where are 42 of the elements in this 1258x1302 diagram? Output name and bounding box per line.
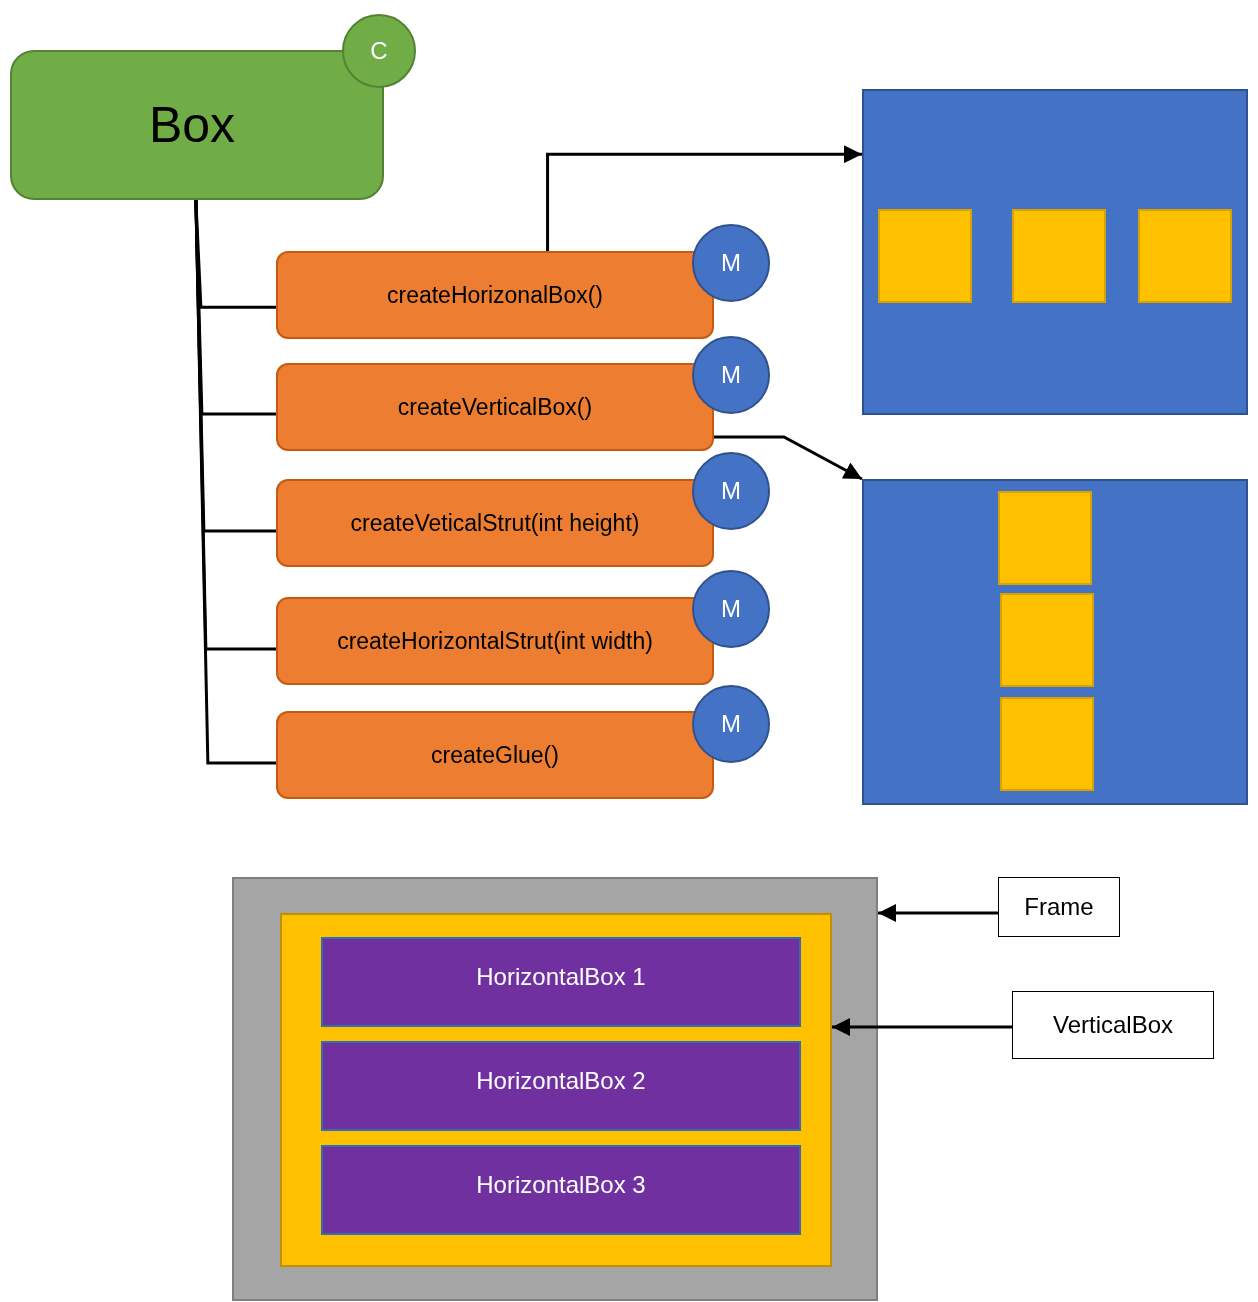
- badge-letter: M: [721, 248, 741, 278]
- vertical-box-panel: [280, 913, 832, 1267]
- arrow: [714, 435, 863, 481]
- container-panel: [862, 89, 1248, 415]
- arrow: [546, 145, 862, 251]
- box-label: HorizontalBox 2: [476, 1066, 646, 1096]
- badge-letter: M: [721, 360, 741, 390]
- arrow: [878, 904, 998, 922]
- component-square: [1000, 593, 1094, 687]
- method-box: [276, 479, 714, 567]
- horizontal-box: [321, 1145, 801, 1235]
- badge-letter: M: [721, 476, 741, 506]
- badge-letter: C: [370, 36, 388, 66]
- horizontal-box: [321, 937, 801, 1027]
- badge-letter: M: [721, 594, 741, 624]
- method-box: [276, 597, 714, 685]
- method-box: [276, 711, 714, 799]
- method-name: createHorizontalStrut(int width): [337, 626, 653, 656]
- horizontal-box: [321, 1041, 801, 1131]
- callout-label: VerticalBox: [1052, 1010, 1174, 1040]
- component-square: [1000, 697, 1094, 791]
- method-name: createVeticalStrut(int height): [350, 508, 640, 538]
- arrow: [832, 1018, 1012, 1037]
- callout-box: [998, 877, 1120, 937]
- method-box: [276, 363, 714, 451]
- method-box: [276, 251, 714, 339]
- component-square: [1138, 209, 1232, 303]
- box-label: HorizontalBox 3: [476, 1170, 646, 1200]
- callout-box: [1012, 991, 1214, 1059]
- class-name: Box: [148, 95, 236, 155]
- callout-label: Frame: [1024, 892, 1094, 922]
- box-label: HorizontalBox 1: [476, 962, 646, 992]
- method-name: createGlue(): [431, 740, 559, 770]
- component-square: [998, 491, 1092, 585]
- container-panel: [862, 479, 1248, 805]
- component-square: [1012, 209, 1106, 303]
- method-name: createHorizonalBox(): [387, 280, 603, 310]
- component-square: [878, 209, 972, 303]
- badge-letter: M: [721, 709, 741, 739]
- connector-line: [194, 199, 276, 765]
- frame-panel: [232, 877, 878, 1301]
- method-name: createVerticalBox(): [397, 392, 593, 422]
